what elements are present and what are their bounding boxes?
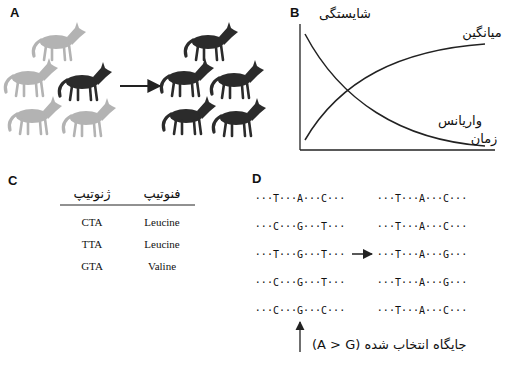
panel-letter: B (290, 5, 299, 20)
axis-label: زمان (471, 131, 498, 146)
site-pointer (299, 322, 300, 352)
table-cell: GTA (81, 260, 103, 272)
table-cell: Leucine (144, 216, 179, 228)
curve-label: میانگین (462, 25, 501, 40)
table-cell: TTA (82, 238, 103, 250)
axis-label: شایستگی (319, 6, 371, 21)
sequence-row: ···C···G···T··· (255, 277, 345, 288)
sequence-row: ···T···G···T··· (255, 249, 345, 260)
graph (300, 24, 495, 150)
selection-arrow (352, 253, 372, 255)
sequence-row: ···T···A···G··· (377, 249, 467, 260)
wolf-group-after (161, 22, 266, 136)
sequence-row: ···T···A···C··· (255, 193, 345, 204)
table-header: ژنوتیپ (74, 186, 111, 201)
sequence-row: ···C···G···C··· (255, 305, 345, 316)
panel-letter: C (8, 173, 17, 188)
curve-label: واریانس (438, 113, 482, 128)
table-header: فنوتیپ (143, 186, 180, 201)
table-cell: CTA (81, 216, 102, 228)
sequence-row: ···T···A···G··· (377, 277, 467, 288)
table-rule (60, 205, 195, 206)
change-arrow (120, 85, 160, 87)
note-label: جایگاه انتخاب شده (A > G) (312, 337, 467, 352)
sequence-row: ···T···A···C··· (377, 193, 467, 204)
sequence-row: ···T···A···C··· (377, 305, 467, 316)
panel-letter: D (252, 171, 261, 186)
panel-letter: A (10, 5, 19, 20)
table-cell: Leucine (144, 238, 179, 250)
wolf-group-before (5, 22, 116, 136)
table-cell: Valine (148, 260, 176, 272)
sequence-row: ···T···A···C··· (377, 221, 467, 232)
sequence-row: ···C···G···T··· (255, 221, 345, 232)
